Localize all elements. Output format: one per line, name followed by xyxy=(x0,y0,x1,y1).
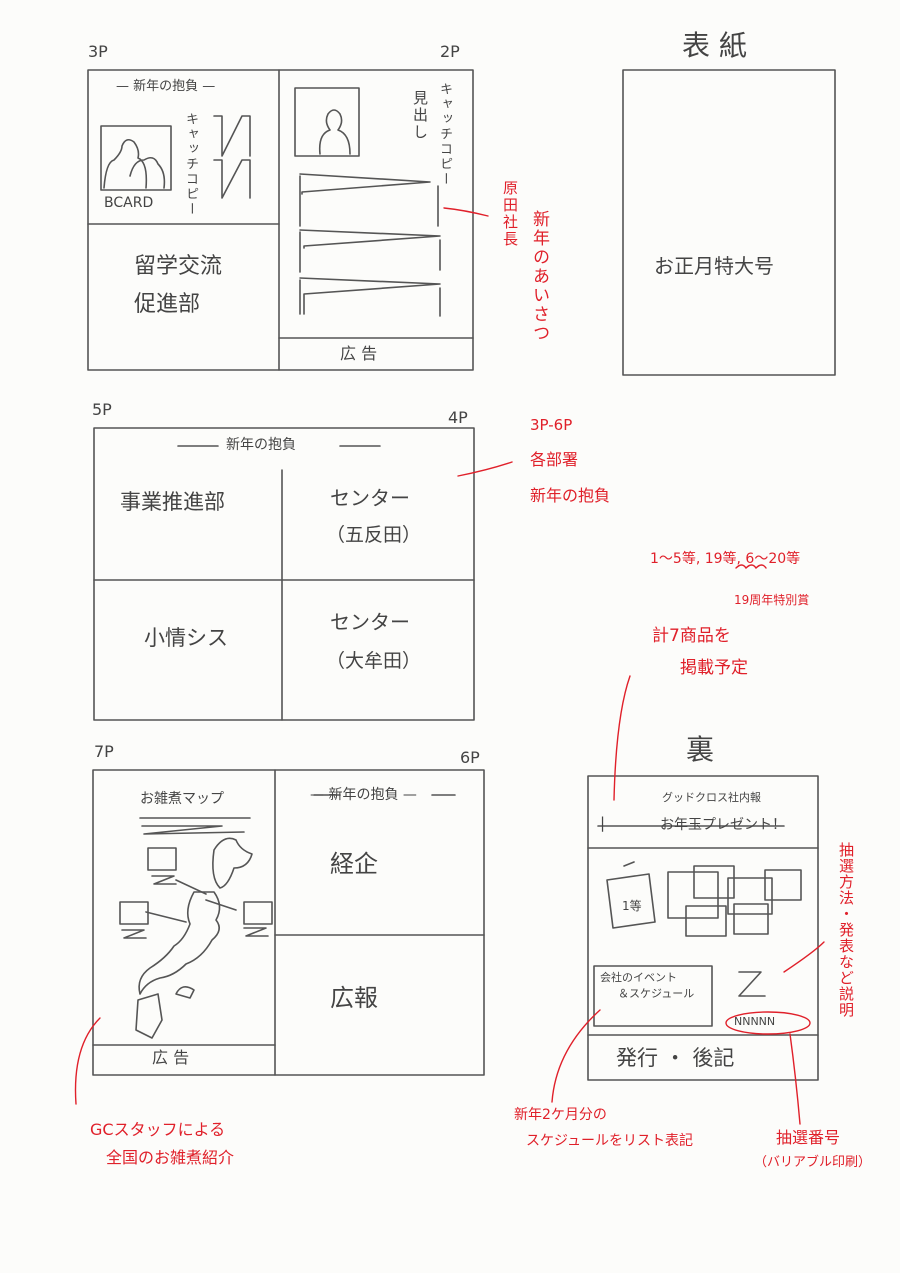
lottery-circle xyxy=(725,1011,811,1035)
president-silhouette-icon xyxy=(318,109,351,155)
cover-title: お正月特大号 xyxy=(654,254,774,278)
note-schedule-2: スケジュールをリスト表記 xyxy=(526,1133,694,1149)
catch-copy-right: キャッチコピー xyxy=(437,82,452,187)
event-line-1: 会社のイベント xyxy=(600,971,677,984)
shikoku-shape xyxy=(175,986,195,999)
leader-depts xyxy=(457,461,513,477)
prize-photo-4 xyxy=(727,877,773,915)
spread-6-7-frame xyxy=(92,769,485,1076)
leader-president xyxy=(443,207,489,217)
note-products-2: 掲載予定 xyxy=(680,658,748,678)
catch-copy-left: キャッチコピー xyxy=(183,112,198,217)
leader-gc xyxy=(74,1017,101,1105)
prize-photo-3 xyxy=(693,865,735,899)
prize-photo-7 xyxy=(733,903,769,935)
map-photo-1 xyxy=(147,847,177,871)
honshu-shape xyxy=(138,891,221,995)
body-text-zigzag xyxy=(299,173,441,315)
note-gc-staff-1: GCスタッフによる xyxy=(90,1120,226,1139)
cover-label: 表 紙 xyxy=(682,29,747,62)
footer-text: 発行 ・ 後記 xyxy=(616,1046,735,1070)
hokkaido-shape xyxy=(212,837,253,889)
map-leader-lines xyxy=(145,879,237,923)
present-bracket: | xyxy=(600,814,606,832)
cell-koho: 広報 xyxy=(330,984,378,1012)
map-photo-2 xyxy=(119,901,149,925)
note-gc-staff-2: 全国のお雑煮紹介 xyxy=(106,1148,235,1167)
spread-2-3-frame xyxy=(87,69,474,371)
page-4-label: 4P xyxy=(448,408,468,427)
lottery-number: NNNNN xyxy=(734,1015,776,1028)
body-text-columns xyxy=(299,175,441,317)
map-photo-3 xyxy=(243,901,273,925)
note-lottery-2: （バリアブル印刷） xyxy=(754,1155,872,1170)
prize-photo-2 xyxy=(667,871,719,919)
note-products-1: 計7商品を xyxy=(652,626,731,646)
ad-label-7p: 広 告 xyxy=(152,1048,190,1067)
spread-4-5-header: 新年の抱負 xyxy=(226,437,296,453)
page-3-label: 3P xyxy=(88,42,108,61)
spread-2-3-header: — 新年の抱負 — xyxy=(116,79,216,94)
map-title: お雑煮マップ xyxy=(140,791,224,807)
prize-photo-1 xyxy=(606,861,656,929)
back-label: 裏 xyxy=(686,733,715,766)
prize-1st-tag: 1等 xyxy=(622,899,642,913)
method-zigzag xyxy=(738,971,766,997)
note-method: 抽選方法・発表など説明 xyxy=(837,842,855,1018)
midashi-label: 見出し xyxy=(411,90,429,141)
note-schedule-1: 新年2ケ月分の xyxy=(514,1107,607,1123)
note-resolutions: 新年の抱負 xyxy=(530,486,611,505)
bcard-photo xyxy=(100,125,172,191)
note-greeting: 新年のあいさつ xyxy=(529,210,549,343)
leader-products xyxy=(613,675,631,801)
cell-center-1-loc: （五反田） xyxy=(326,524,422,546)
event-box xyxy=(593,965,713,1027)
spread-6-7-header: — 新年の抱負 — xyxy=(310,787,417,803)
cell-business: 事業推進部 xyxy=(120,490,225,514)
note-each-dept: 各部署 xyxy=(530,450,579,469)
copy-zigzag-left xyxy=(213,115,251,199)
cell-center-2-loc: （大牟田） xyxy=(326,650,422,672)
page-5-label: 5P xyxy=(92,400,112,419)
map-caption-zigzags xyxy=(121,875,269,939)
page-7-label: 7P xyxy=(94,742,114,761)
leader-method xyxy=(783,941,825,973)
back-frame xyxy=(587,775,819,1081)
note-pages-range: 3P-6P xyxy=(530,416,573,434)
leader-lottery xyxy=(789,1033,801,1125)
kyushu-shape xyxy=(135,993,163,1039)
page-2-label: 2P xyxy=(440,42,460,61)
dept-line-2: 促進部 xyxy=(134,292,201,317)
newsletter-name: グッドクロス社内報 xyxy=(662,791,761,804)
ad-label-2p: 広 告 xyxy=(340,344,378,363)
cell-center-1: センター xyxy=(330,486,410,510)
cell-keikaku: 経企 xyxy=(330,850,378,878)
page-6-label: 6P xyxy=(460,748,480,767)
cell-joshis: 小情シス xyxy=(144,626,228,650)
present-title: お年玉プレゼント！ xyxy=(660,817,786,833)
cell-center-2: センター xyxy=(330,610,410,634)
dept-line-1: 留学交流 xyxy=(134,254,223,279)
note-lottery-1: 抽選番号 xyxy=(776,1128,841,1147)
prize-photo-5 xyxy=(764,869,802,901)
event-line-2: ＆スケジュール xyxy=(618,987,695,1000)
prize-photo-6 xyxy=(685,905,727,937)
leader-schedule xyxy=(551,1009,601,1103)
note-prize-ranks: 1〜5等, 19等, 6〜20等 xyxy=(650,551,801,567)
bcard-people-icon xyxy=(103,138,166,189)
spread-4-5-frame xyxy=(93,427,475,721)
note-anniversary: 19周年特別賞 xyxy=(734,593,810,607)
president-photo xyxy=(294,87,360,157)
note-president: 原田社長 xyxy=(501,180,519,248)
wavy-underline-19 xyxy=(735,564,767,570)
map-title-rules xyxy=(139,817,251,835)
bcard-label: BCARD xyxy=(104,195,154,211)
cover-frame xyxy=(622,69,836,376)
